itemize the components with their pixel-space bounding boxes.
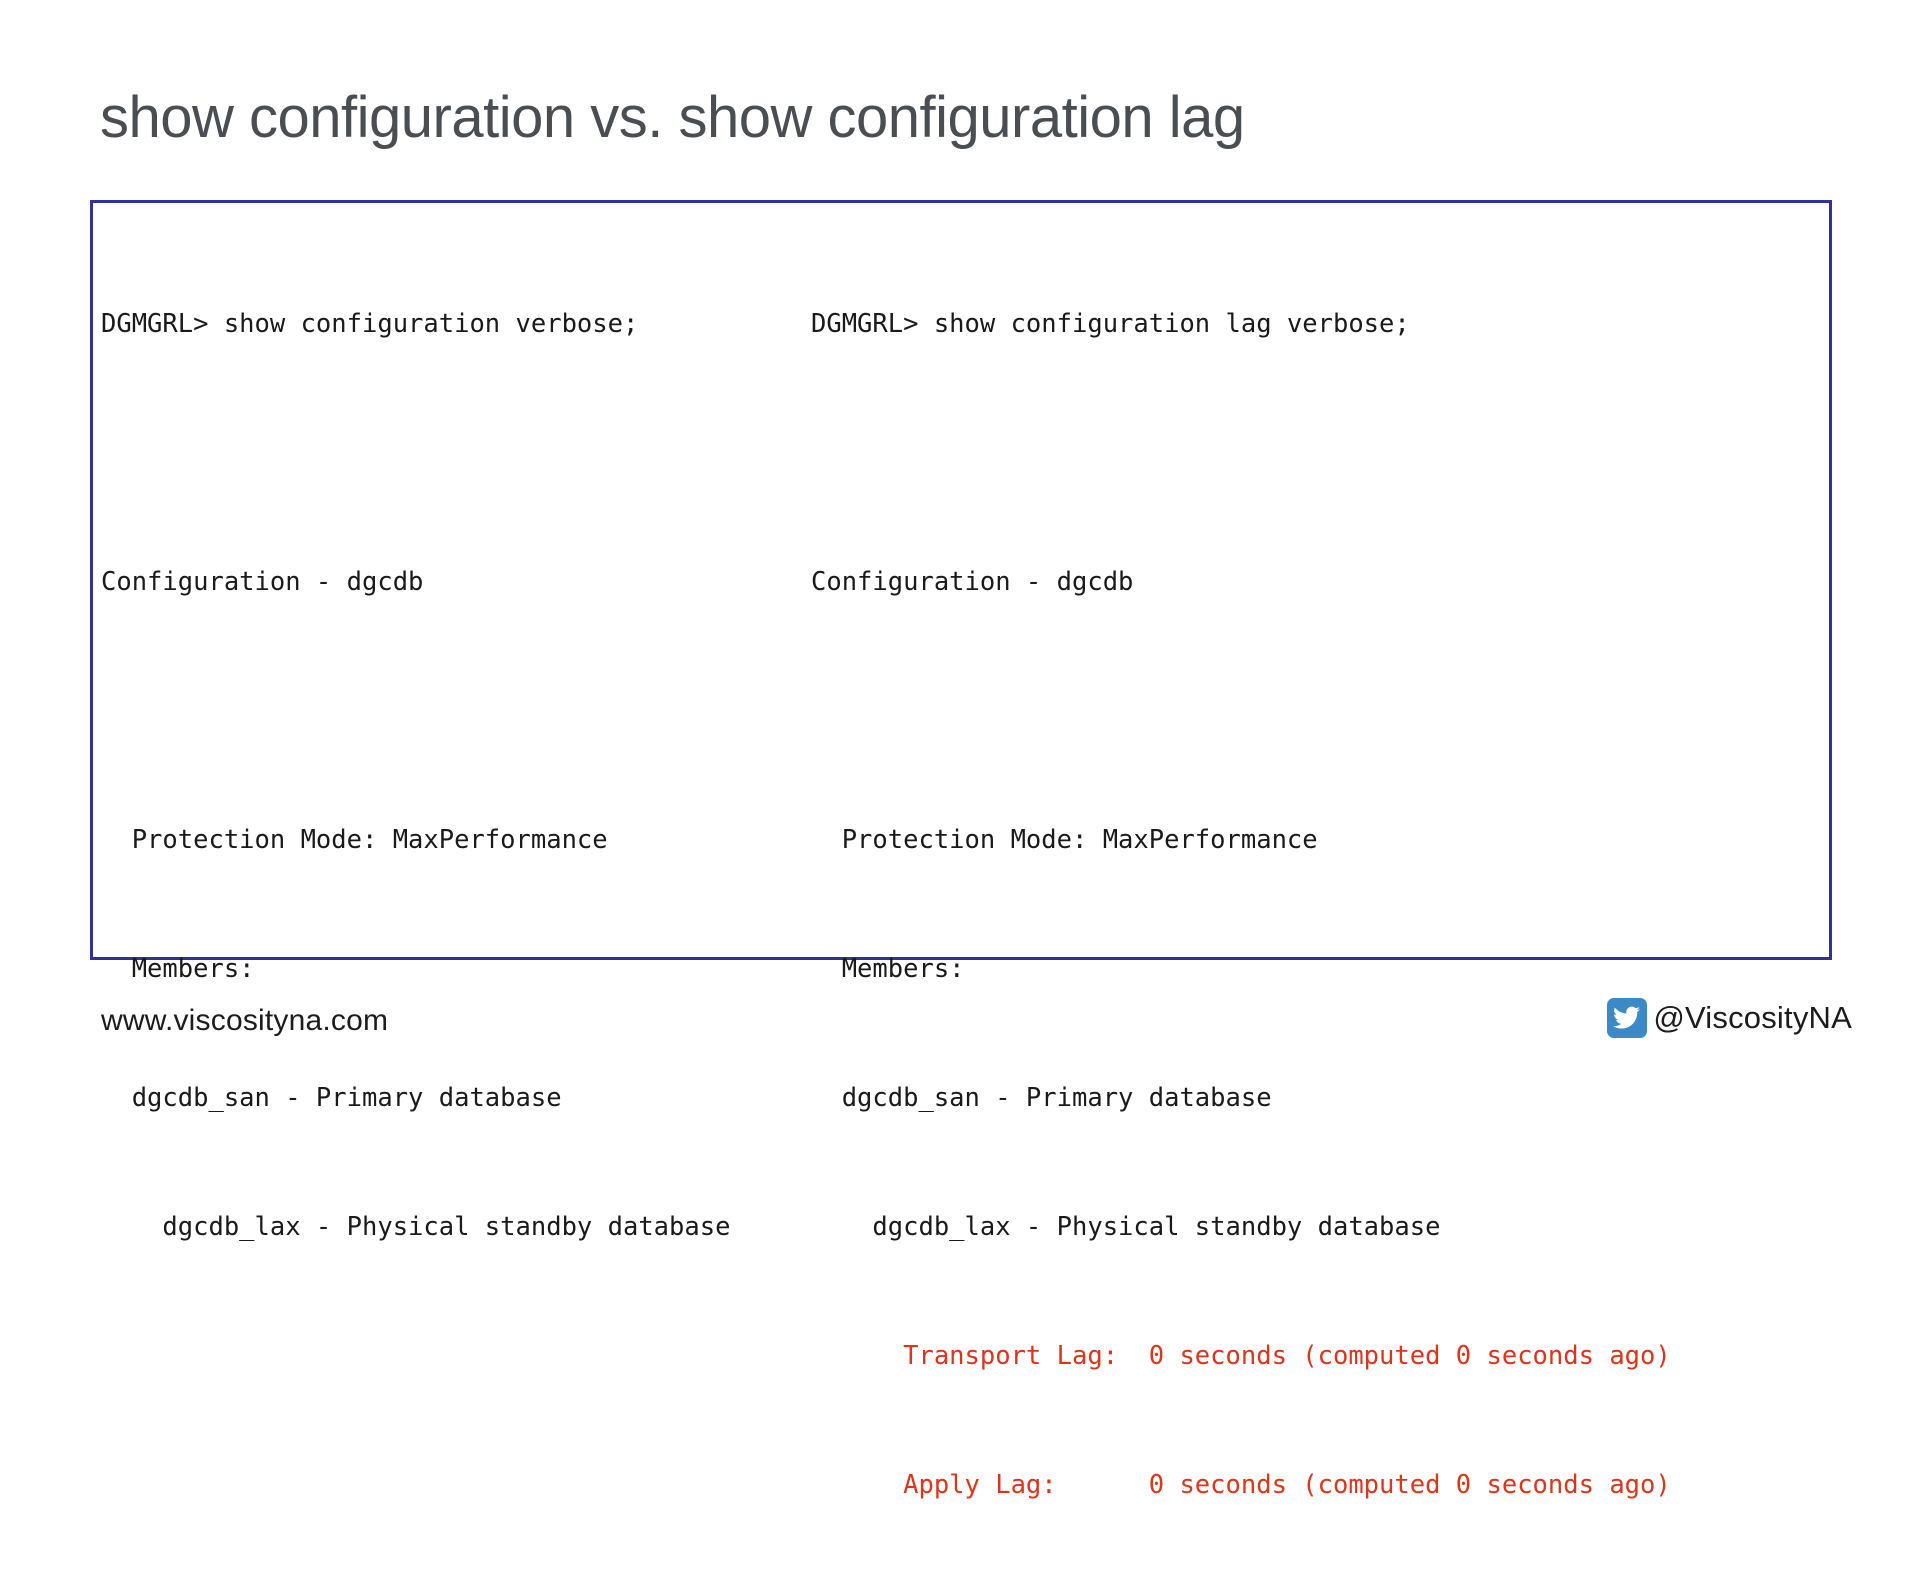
footer-twitter-handle: @ViscosityNA bbox=[1653, 1000, 1852, 1035]
footer-social: @ViscosityNA bbox=[1607, 998, 1852, 1038]
code-line: Protection Mode: MaxPerformance bbox=[811, 825, 1318, 855]
page-title: show configuration vs. show configuratio… bbox=[100, 85, 1245, 150]
code-line-blank bbox=[101, 432, 801, 475]
code-line: Members: bbox=[101, 954, 255, 984]
code-line: DGMGRL> show configuration lag verbose; bbox=[811, 309, 1410, 339]
code-line: dgcdb_lax - Physical standby database bbox=[101, 1212, 731, 1242]
code-line-apply-lag: Apply Lag: 0 seconds (computed 0 seconds… bbox=[811, 1470, 1671, 1500]
code-columns: DGMGRL> show configuration verbose; Conf… bbox=[93, 203, 1829, 1500]
code-line: Configuration - dgcdb bbox=[101, 567, 424, 597]
code-line: Members: bbox=[811, 954, 965, 984]
code-line: dgcdb_san - Primary database bbox=[101, 1083, 562, 1113]
footer-website: www.viscosityna.com bbox=[101, 1004, 389, 1037]
code-line: Protection Mode: MaxPerformance bbox=[101, 825, 608, 855]
code-line: Configuration - dgcdb bbox=[811, 567, 1134, 597]
code-line: dgcdb_lax - Physical standby database bbox=[811, 1212, 1441, 1242]
code-line: DGMGRL> show configuration verbose; bbox=[101, 309, 639, 339]
code-column-show-configuration-lag: DGMGRL> show configuration lag verbose; … bbox=[811, 217, 1821, 1593]
twitter-bird-icon bbox=[1607, 998, 1648, 1038]
code-comparison-box: DGMGRL> show configuration verbose; Conf… bbox=[90, 200, 1832, 1500]
code-line-transport-lag: Transport Lag: 0 seconds (computed 0 sec… bbox=[811, 1341, 1671, 1371]
code-column-show-configuration: DGMGRL> show configuration verbose; Conf… bbox=[101, 217, 801, 1335]
code-line-blank bbox=[811, 432, 1821, 475]
code-line-blank bbox=[101, 690, 801, 733]
code-line: dgcdb_san - Primary database bbox=[811, 1083, 1272, 1113]
code-line-blank bbox=[811, 690, 1821, 733]
